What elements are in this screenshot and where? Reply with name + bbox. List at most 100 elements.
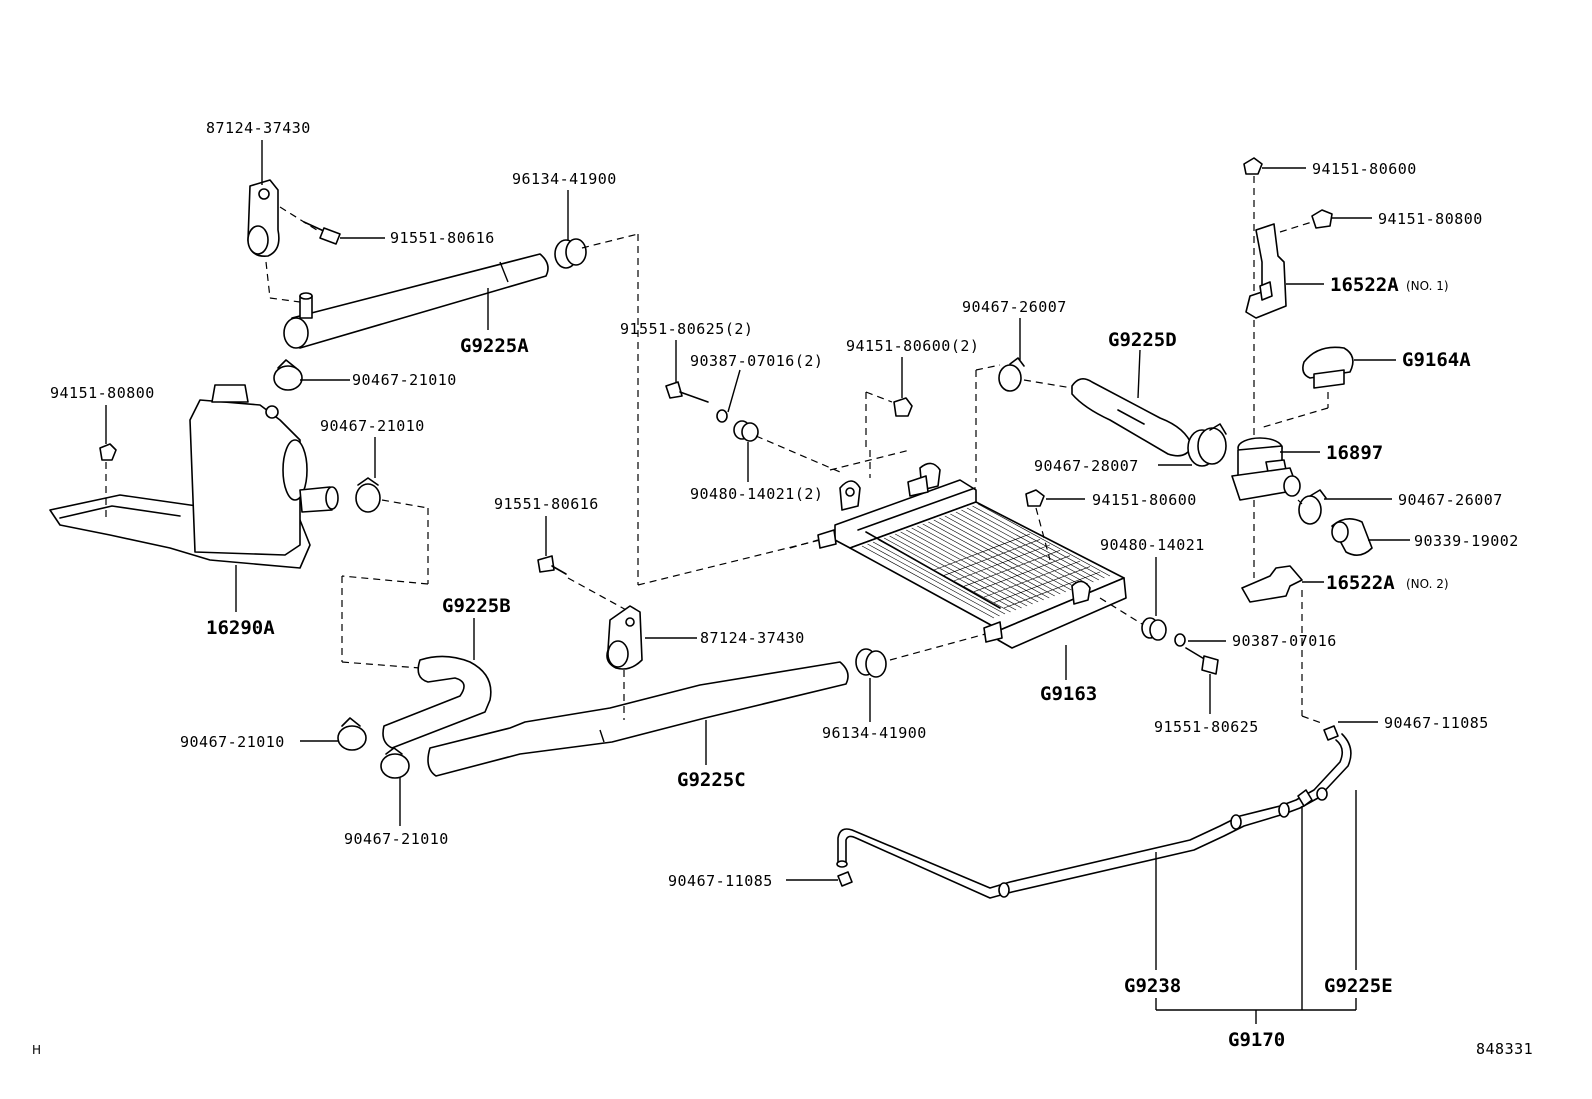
clamp-90467-21010-a [273, 359, 303, 391]
cooler-fins [861, 503, 1111, 619]
cooler-fin-line [861, 545, 995, 619]
bracket-87124-37430-mid [606, 605, 643, 670]
label-16290a: 16290A [206, 617, 275, 639]
label-91551-80616-top: 91551-80616 [390, 229, 495, 247]
nut-94151-80800-right [1311, 209, 1333, 229]
label-94151-80600-2: 94151-80600(2) [846, 337, 979, 355]
reservoir-tank-16290a [49, 384, 339, 569]
radiator-cap-g9164a [1302, 346, 1354, 389]
label-90387-07016-2: 90387-07016(2) [690, 352, 823, 370]
diagram-id: 848331 [1476, 1040, 1533, 1058]
cooler-fin-line [911, 527, 1044, 601]
hose-g9225d [1071, 378, 1193, 457]
cooler-fin-line [966, 507, 1100, 581]
label-90467-26007-top: 90467-26007 [962, 298, 1067, 316]
label-90467-28007: 90467-28007 [1034, 457, 1139, 475]
pipe-g9225c [427, 661, 849, 777]
clamp-96134-41900-bot [855, 648, 887, 678]
cooler-fin-line [878, 539, 1011, 613]
hose-g9225b [382, 655, 492, 749]
label-g9225d: G9225D [1108, 329, 1177, 351]
cooler-fin-line [977, 503, 1111, 577]
label-90467-21010-b: 90467-21010 [320, 417, 425, 435]
label-90467-21010-d: 90467-21010 [344, 830, 449, 848]
cooler-fin-cross-line [953, 544, 1051, 582]
label-g9225b: G9225B [442, 595, 511, 617]
cooler-fin-line [872, 541, 1006, 615]
cooler-fin-line [955, 511, 1089, 585]
bolt-91551-80625 [1185, 647, 1219, 675]
clip-90467-11085-right [1323, 725, 1339, 741]
cooler-fin-line [900, 531, 1033, 605]
label-g9164a: G9164A [1402, 349, 1471, 371]
cooler-fin-line [933, 519, 1066, 593]
washer-90387-07016 [1174, 633, 1186, 647]
label-94151-80800-right: 94151-80800 [1378, 210, 1483, 228]
cooler-fin-cross-line [983, 560, 1081, 598]
clamp-90467-28007 [1187, 423, 1227, 467]
cooler-fin-cross-line [993, 566, 1091, 603]
clamp-90467-21010-c [337, 717, 367, 751]
label-g9225c: G9225C [677, 769, 746, 791]
label-90467-11085-right: 90467-11085 [1384, 714, 1489, 732]
label-94151-80800-left: 94151-80800 [50, 384, 155, 402]
label-g9225e: G9225E [1324, 975, 1393, 997]
cooler-fin-cross-line [933, 533, 1031, 571]
filler-neck-16897 [1231, 437, 1301, 501]
grommet-90480-14021-2 [733, 420, 759, 442]
clamp-90467-21010-d [380, 747, 410, 779]
cooler-fin-line [944, 515, 1078, 589]
label-16522a-no2: 16522A [1326, 572, 1395, 594]
label-g9225a: G9225A [460, 335, 529, 357]
nut-94151-80600-mid [1025, 489, 1045, 507]
cooler-fin-line [894, 533, 1028, 607]
cooler-fin-cross-line [943, 539, 1041, 576]
label-91551-80625: 91551-80625 [1154, 718, 1259, 736]
cooler-fin-line [939, 517, 1072, 591]
bracket-87124-37430-top [247, 179, 280, 257]
hose-assembly-g9170 [836, 733, 1352, 899]
label-16897: 16897 [1326, 442, 1383, 464]
label-90467-21010-c: 90467-21010 [180, 733, 285, 751]
label-90387-07016: 90387-07016 [1232, 632, 1337, 650]
grommet-90480-14021 [1141, 617, 1167, 641]
clamp-90467-21010-b [355, 477, 381, 513]
bolt-91551-80616-top [303, 221, 341, 245]
label-96134-41900-bot: 96134-41900 [822, 724, 927, 742]
cooler-fin-line [950, 513, 1083, 587]
bracket-16522a-no2 [1241, 565, 1303, 603]
cooler-fin-line [928, 521, 1061, 595]
pipe-g9225a [283, 253, 549, 349]
nut-94151-80800-left [99, 443, 117, 461]
clamp-96134-41900-top [554, 238, 587, 269]
label-g9163: G9163 [1040, 683, 1097, 705]
label-90480-14021: 90480-14021 [1100, 536, 1205, 554]
clip-90467-11085-left [837, 871, 853, 887]
cooler-fin-line [867, 543, 1000, 617]
label-91551-80616-mid: 91551-80616 [494, 495, 599, 513]
clamp-90467-26007-right [1298, 489, 1327, 525]
label-90480-14021-2: 90480-14021(2) [690, 485, 823, 503]
bracket-16522a-no1 [1245, 223, 1287, 319]
bolt-91551-80625-2 [665, 381, 709, 403]
cooler-fin-line [917, 525, 1050, 599]
cooler-fin-line [906, 529, 1039, 603]
label-94151-80600-top: 94151-80600 [1312, 160, 1417, 178]
cooler-fin-line [961, 509, 1094, 583]
corner-letter: H [32, 1043, 41, 1057]
label-87124-37430-mid: 87124-37430 [700, 629, 805, 647]
cooler-fin-line [972, 505, 1105, 579]
label-90467-11085-left: 90467-11085 [668, 872, 773, 890]
label-90467-26007-right: 90467-26007 [1398, 491, 1503, 509]
clamp-90467-26007-top [998, 357, 1025, 392]
bolt-91551-80616-mid [537, 555, 567, 575]
nut-94151-80600-top [1243, 157, 1263, 175]
label-91551-80625-2: 91551-80625(2) [620, 320, 753, 338]
label-16522a-no1: 16522A [1330, 274, 1399, 296]
nut-94151-80600-2 [893, 397, 913, 417]
label-96134-41900-top: 96134-41900 [512, 170, 617, 188]
cooler-fin-line [883, 537, 1017, 611]
label-no1: (NO. 1) [1406, 279, 1449, 293]
cap-90339-19002 [1331, 518, 1373, 556]
